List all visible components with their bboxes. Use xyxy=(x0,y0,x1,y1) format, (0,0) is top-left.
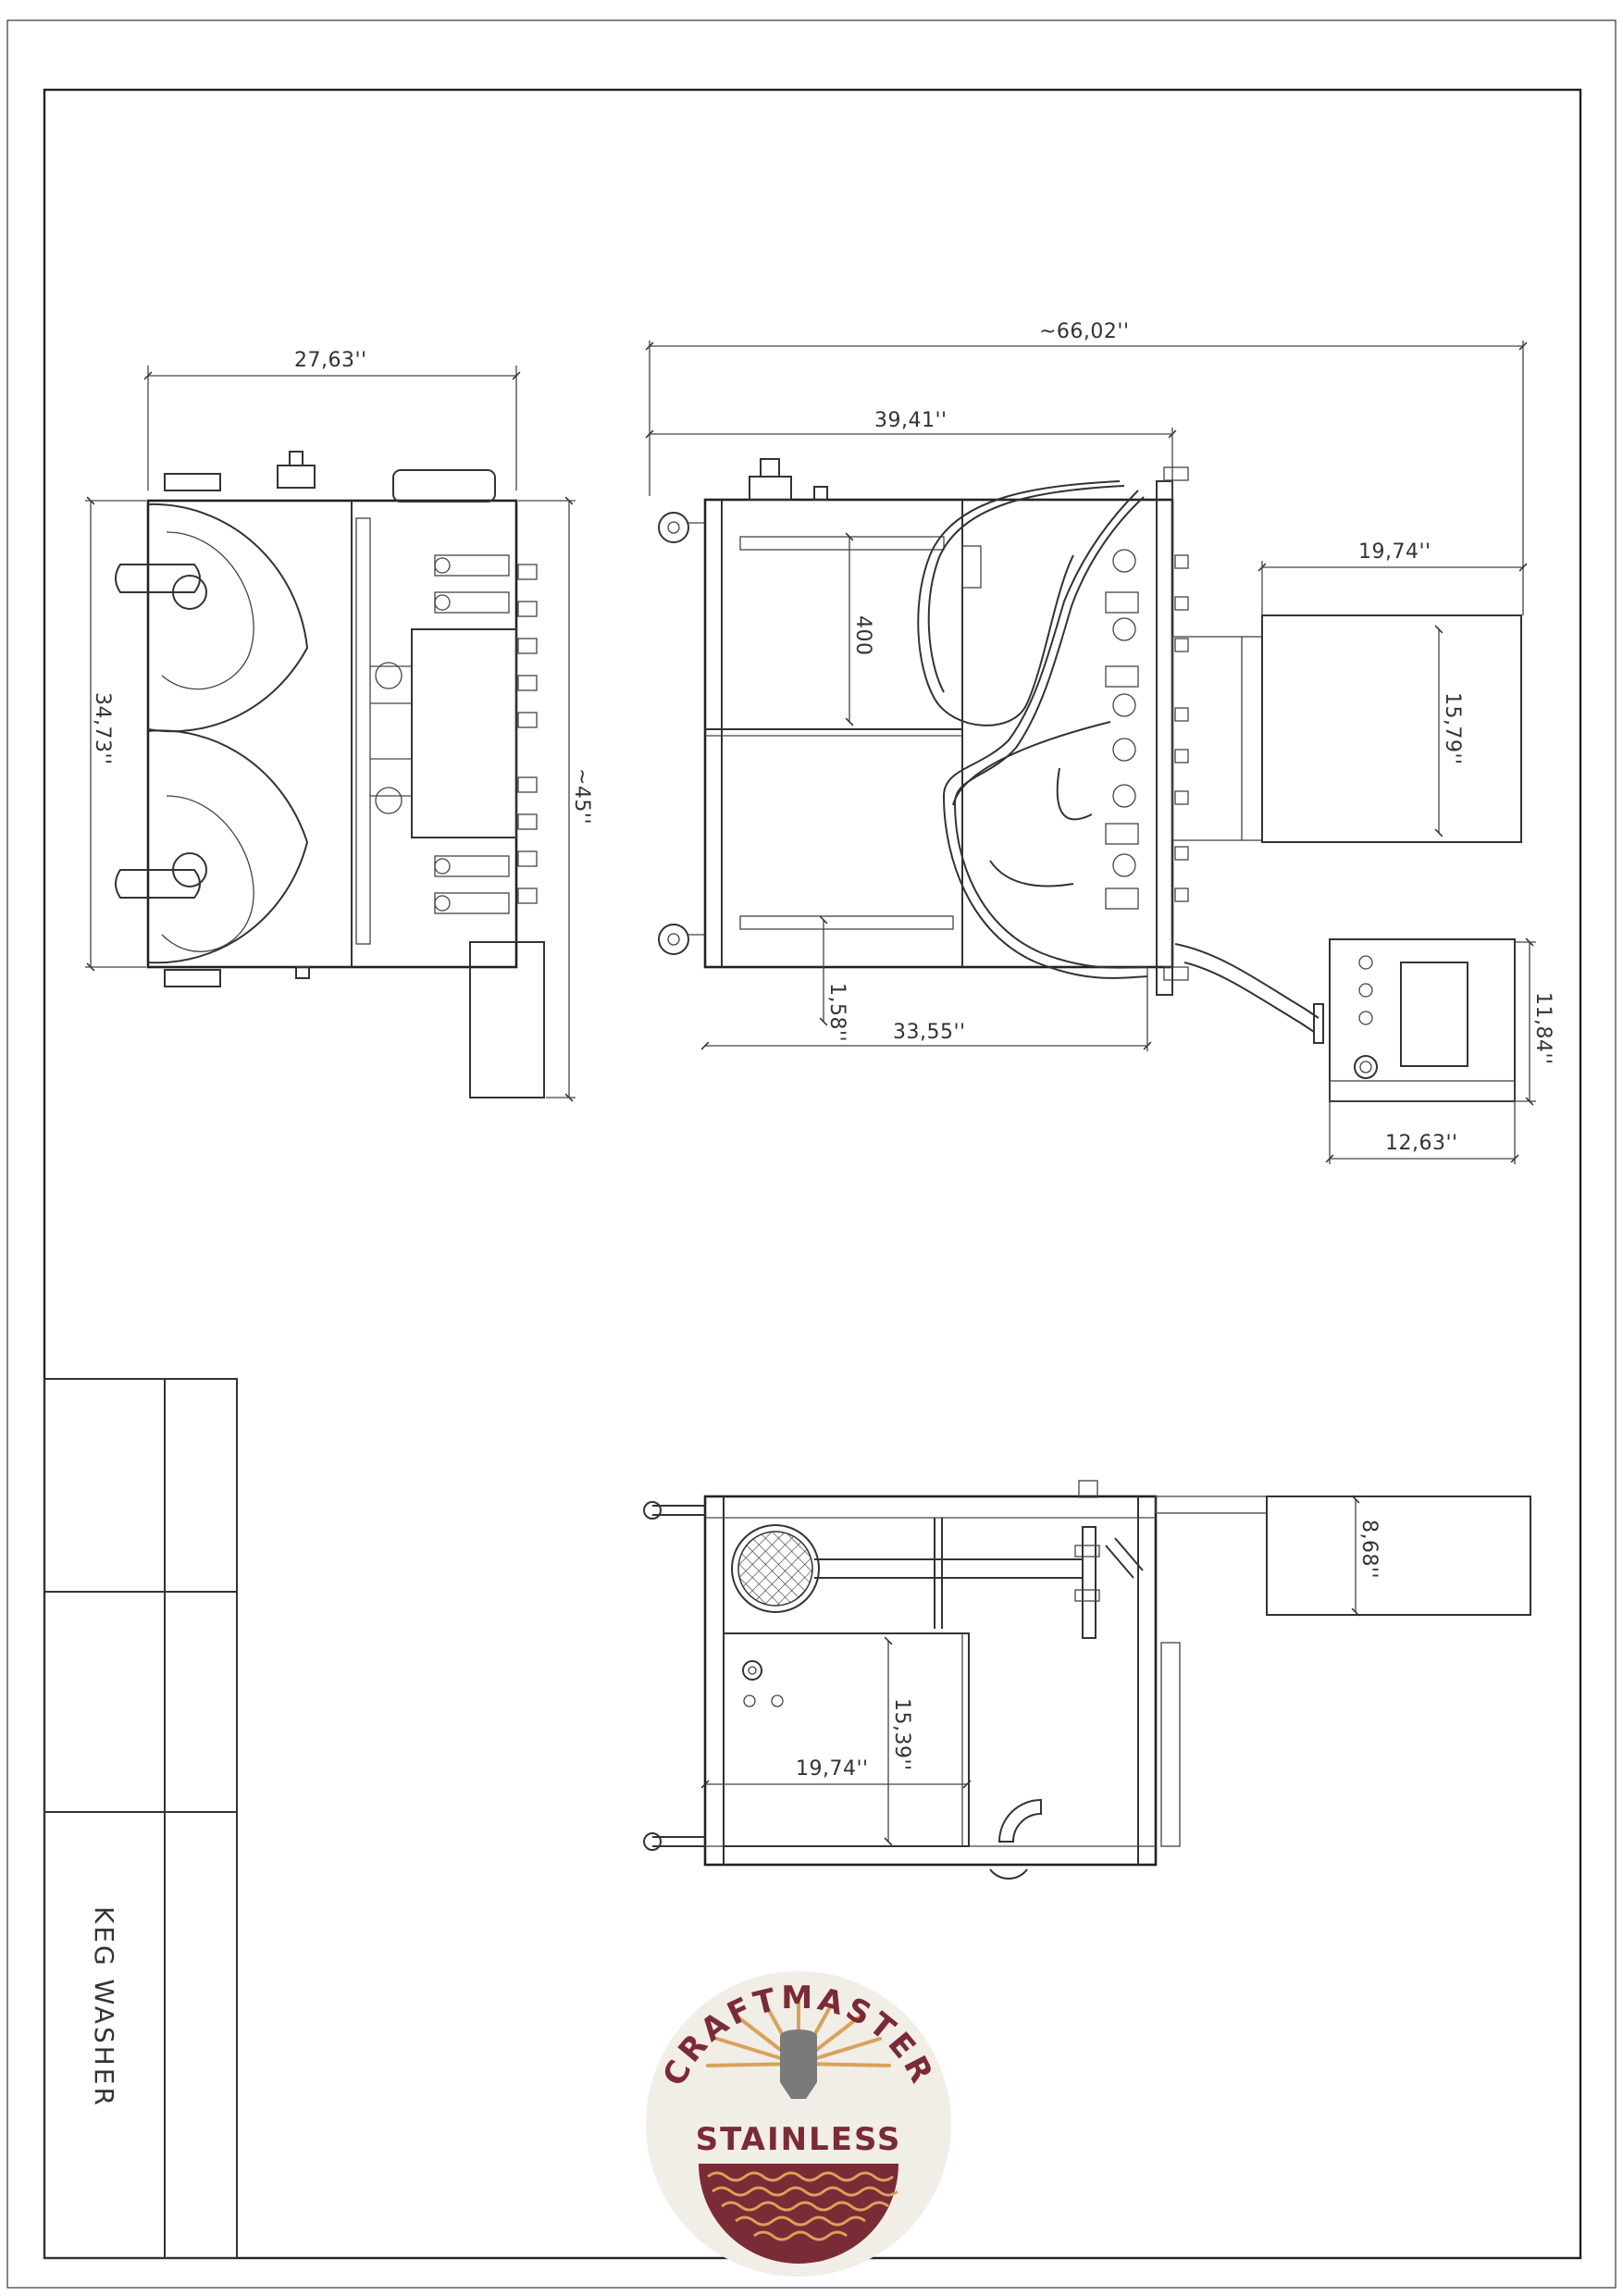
dim-caster: 1,58'' xyxy=(825,983,849,1042)
dim-side-depth: ~45'' xyxy=(570,768,593,825)
logo-bottom-text: STAINLESS xyxy=(696,2121,902,2158)
craftmaster-logo: CRAFTMASTER STAINLESS xyxy=(646,1971,951,2277)
dim-side-width: 27,63'' xyxy=(294,349,367,372)
dim-extension: 19,74'' xyxy=(1358,540,1431,564)
dim-side-height: 34,73'' xyxy=(91,692,114,765)
dim-control-height: 11,84'' xyxy=(1531,992,1555,1065)
front-view: ~66,02'' 39,41'' 400 19,74'' 15,79'' 1,5… xyxy=(645,320,1555,1164)
title-block: KEG WASHER xyxy=(43,1378,238,2259)
dim-total-length: ~66,02'' xyxy=(1039,320,1130,343)
top-view: 15,39'' 19,74'' 8,68'' xyxy=(643,1480,1531,1880)
dim-top-width: 19,74'' xyxy=(796,1757,869,1781)
dim-shelf-depth: 8,68'' xyxy=(1357,1520,1381,1579)
side-view: 27,63'' 34,73'' ~45'' xyxy=(85,349,593,1102)
dim-control-width: 12,63'' xyxy=(1385,1132,1458,1155)
outer-border xyxy=(6,19,1617,2289)
title-block-label: KEG WASHER xyxy=(89,1906,119,2108)
dim-panel-height: 15,79'' xyxy=(1441,692,1464,765)
dim-top-height: 15,39'' xyxy=(890,1698,913,1771)
drawing-frame xyxy=(43,88,1582,2260)
dim-frame-width: 33,55'' xyxy=(893,1021,966,1044)
dim-frame-length: 39,41'' xyxy=(874,409,948,432)
dim-inner-height: 400 xyxy=(851,615,874,656)
